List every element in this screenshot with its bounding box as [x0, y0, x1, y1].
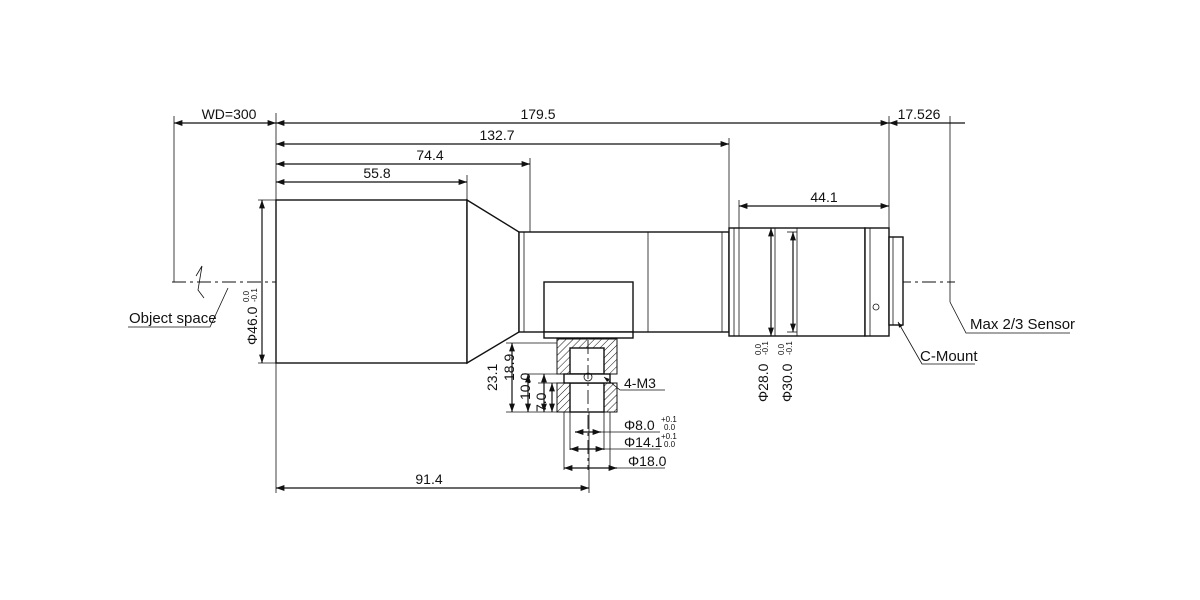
label-dia-30-tol-lower: -0.1 — [785, 341, 794, 355]
axis-break-mark — [195, 265, 205, 299]
label-object-space: Object space — [129, 310, 217, 327]
label-h-7: 7.0 — [533, 392, 549, 412]
label-dia-8-tol-upper: +0.1 — [661, 415, 677, 424]
label-sensor: Max 2/3 Sensor — [970, 316, 1075, 333]
leader-mount — [897, 321, 975, 365]
leader-screw — [603, 376, 665, 391]
label-dia-46-tol-lower: -0.1 — [250, 288, 259, 302]
label-screw: 4-M3 — [624, 375, 656, 391]
label-dia-30: Φ30.0 — [779, 363, 795, 402]
label-dia-18: Φ18.0 — [628, 453, 667, 469]
label-dia-14: Φ14.1 — [624, 434, 663, 450]
label-55: 55.8 — [363, 165, 390, 181]
leader-object-space — [128, 287, 229, 328]
label-dia-46: Φ46.0 — [244, 306, 260, 345]
dimension-lines — [128, 120, 1070, 491]
label-dia-30-tol-upper: 0.0 — [777, 343, 786, 355]
label-91: 91.4 — [415, 471, 442, 487]
front-barrel — [275, 199, 468, 364]
dimension-labels: WD=300 179.5 17.526 132.7 74.4 55.8 44.1… — [129, 106, 1075, 487]
leader-sensor — [949, 301, 1070, 334]
label-h-23: 23.1 — [484, 364, 500, 391]
label-dia-28-tol-lower: -0.1 — [761, 341, 770, 355]
label-17: 17.526 — [898, 106, 941, 122]
label-dia-46-tol-upper: 0.0 — [242, 290, 251, 302]
label-dia-14-tol-upper: +0.1 — [661, 432, 677, 441]
c-mount-thread — [888, 236, 904, 326]
label-dia-14-tol-lower: 0.0 — [664, 440, 676, 449]
bottom-mount-section — [556, 338, 618, 470]
label-wd: WD=300 — [202, 106, 257, 122]
label-dia-8: Φ8.0 — [624, 417, 655, 433]
label-132: 132.7 — [479, 127, 514, 143]
set-screw-hole — [872, 303, 880, 311]
rear-cap — [864, 227, 890, 337]
label-dia-28: Φ28.0 — [755, 363, 771, 402]
label-h-18: 18.9 — [501, 354, 517, 381]
mounting-block-base — [543, 331, 634, 339]
label-dia-8-tol-lower: 0.0 — [664, 423, 676, 432]
taper-section — [466, 198, 520, 365]
label-179: 179.5 — [520, 106, 555, 122]
label-mount: C-Mount — [920, 348, 978, 365]
mounting-block — [543, 281, 634, 333]
label-74: 74.4 — [416, 147, 443, 163]
extension-lines — [173, 113, 951, 493]
label-h-10: 10.0 — [517, 373, 533, 400]
lens-body — [172, 198, 955, 470]
label-44: 44.1 — [810, 189, 837, 205]
label-dia-28-tol-upper: 0.0 — [754, 343, 763, 355]
